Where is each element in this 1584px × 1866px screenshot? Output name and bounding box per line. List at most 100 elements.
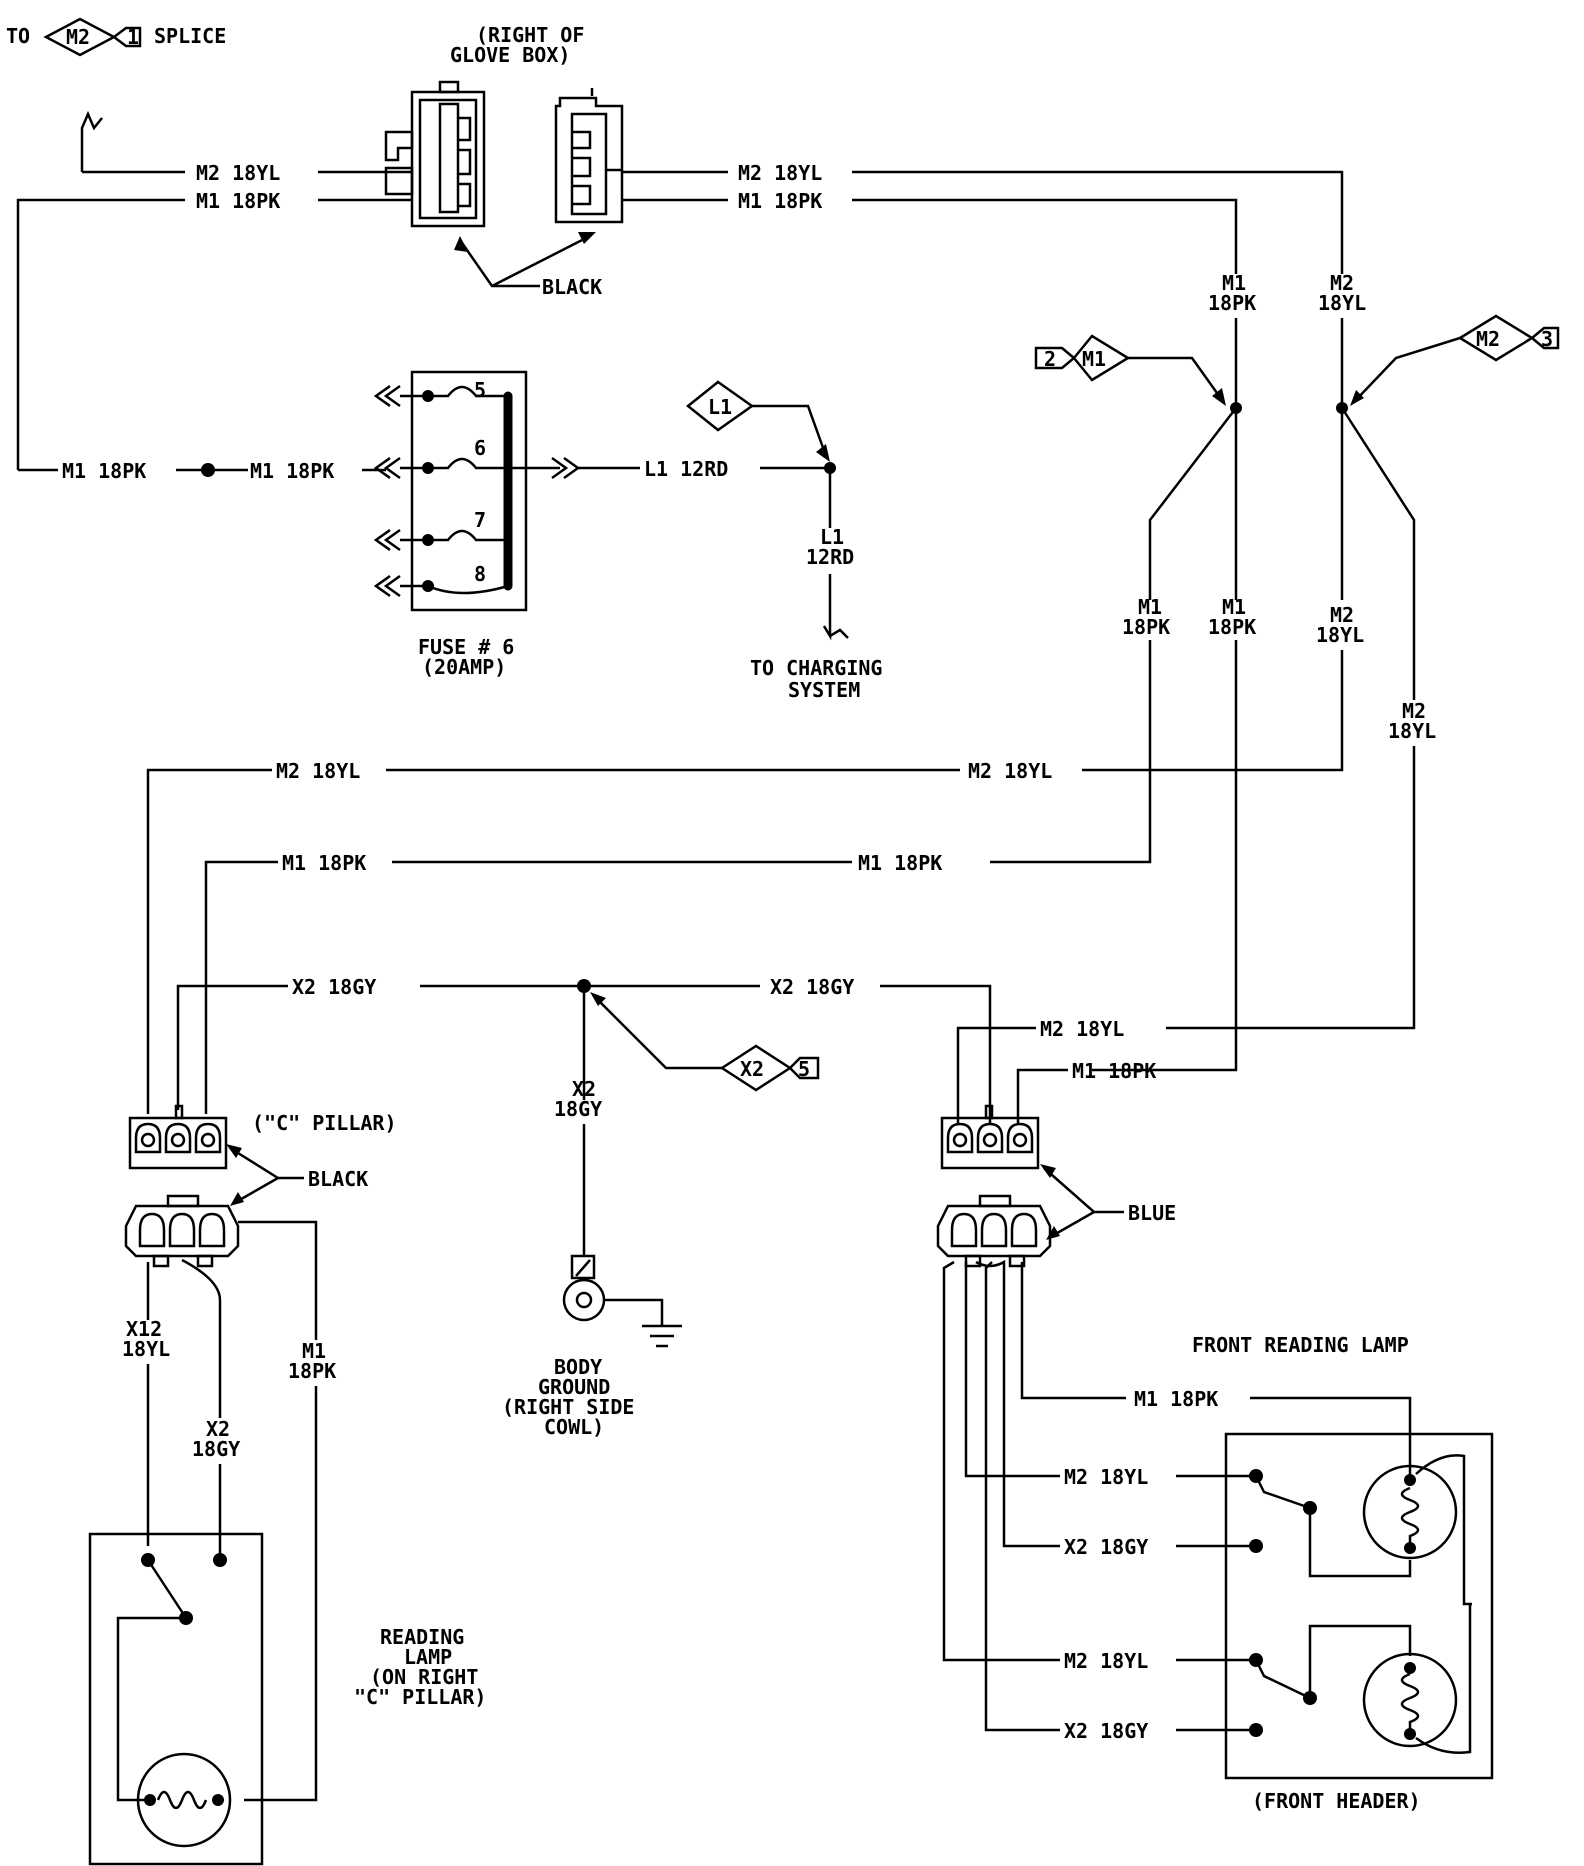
wire-label-l1: L1 12RD <box>644 457 728 481</box>
wire-label-m1-top-left: M1 18PK <box>196 189 280 213</box>
m2-main-label-a: M2 <box>1330 603 1354 627</box>
x2-ground-label-a: X2 <box>572 1077 596 1101</box>
ground-label-1: BODY <box>554 1355 602 1379</box>
wire-label-m2-left-a: M2 18YL <box>276 759 360 783</box>
wire-label-m2-lamp-a: M2 18YL <box>1064 1465 1148 1489</box>
glove-box-label-1: (RIGHT OF <box>476 23 584 47</box>
svg-text:M1: M1 <box>1082 347 1106 371</box>
wire-label-m1-lamp: M1 18PK <box>1134 1387 1218 1411</box>
black-label: BLACK <box>542 275 602 299</box>
wire-m1-right <box>852 198 1238 274</box>
wire-label-m2-top-left: M2 18YL <box>196 161 280 185</box>
wire-label-m1-left-b: M1 18PK <box>858 851 942 875</box>
black-leader-2 <box>491 234 591 288</box>
c-pillar-connector-top <box>128 1104 228 1170</box>
glove-box-connector-left <box>384 80 486 228</box>
black-leader-4 <box>235 1176 279 1204</box>
svg-text:X2: X2 <box>740 1057 764 1081</box>
wire-break-mark <box>80 110 103 172</box>
m1-vert-label-a: M1 <box>1222 271 1246 295</box>
black-leader-1 <box>458 239 540 288</box>
l1-vert-label-b: 12RD <box>806 545 854 569</box>
wire-label-m1-left-a: M1 18PK <box>282 851 366 875</box>
splice-reference-m2-1: TO M2 1 SPLICE <box>6 17 226 57</box>
wire-label-m2-left-b: M2 18YL <box>968 759 1052 783</box>
m2-main-label-b: 18YL <box>1316 623 1364 647</box>
charging-label-1: TO CHARGING <box>750 656 882 680</box>
glove-box-label-2: GLOVE BOX) <box>450 43 570 67</box>
black-arrowhead-1 <box>454 236 468 252</box>
svg-text:M2: M2 <box>1476 327 1500 351</box>
x12-label-b: 18YL <box>122 1337 170 1361</box>
reading-lamp-label-2: LAMP <box>404 1645 452 1669</box>
m1-left-vert-label-b: 18PK <box>288 1359 336 1383</box>
fuse-pin-8: 8 <box>474 562 486 586</box>
blue-leader-2 <box>1051 1210 1095 1238</box>
fuse-pin-5: 5 <box>474 378 486 402</box>
wire-label-m1-right-a: M1 18PK <box>1072 1059 1156 1083</box>
splice-reference-m1-2: 2 M1 <box>1034 334 1226 406</box>
m2-branch-label-a: M2 <box>1402 699 1426 723</box>
blue-arrowhead-1 <box>1040 1164 1056 1178</box>
fuse-rating: (20AMP) <box>422 655 506 679</box>
splice-reference-x2-5: X2 5 <box>590 992 820 1092</box>
m1-branch-label-b: 18PK <box>1122 615 1170 639</box>
reading-lamp-label-1: READING <box>380 1625 464 1649</box>
svg-text:L1: L1 <box>708 395 732 419</box>
black-arrowhead-2 <box>578 232 596 244</box>
reading-lamp-label-4: "C" PILLAR) <box>354 1685 486 1709</box>
charging-label-2: SYSTEM <box>788 678 860 702</box>
blue-label: BLUE <box>1128 1201 1176 1225</box>
front-reading-lamp <box>1224 1432 1494 1780</box>
splice-dot-m1-feed <box>201 463 215 477</box>
wire-label-x2-left-b: X2 18GY <box>770 975 854 999</box>
ground-label-4: COWL) <box>544 1415 604 1439</box>
splice-label: SPLICE <box>154 24 226 48</box>
svg-text:5: 5 <box>798 1057 810 1081</box>
wire-label-x2-lamp-b: X2 18GY <box>1064 1719 1148 1743</box>
wire-label-x2-lamp-a: X2 18GY <box>1064 1535 1148 1559</box>
m1-main-label-b: 18PK <box>1208 615 1256 639</box>
x12-label-a: X12 <box>126 1317 162 1341</box>
svg-text:3: 3 <box>1541 327 1553 351</box>
splice-reference-m2-3: M2 3 <box>1350 314 1560 406</box>
splice-num: 1 <box>127 25 139 49</box>
c-pillar-connector-bottom <box>124 1194 240 1268</box>
blue-leader-1 <box>1043 1167 1124 1214</box>
x2-left-vert-label-b: 18GY <box>192 1437 240 1461</box>
x2-ground-label-b: 18GY <box>554 1097 602 1121</box>
wire-label-m1-feed-b: M1 18PK <box>250 459 334 483</box>
ground-label-2: GROUND <box>538 1375 610 1399</box>
reading-lamp-label-3: (ON RIGHT <box>370 1665 478 1689</box>
svg-text:2: 2 <box>1044 347 1056 371</box>
wire-label-m1-feed-a: M1 18PK <box>62 459 146 483</box>
glove-box-connector-right <box>554 88 624 224</box>
m2-vert-label-a: M2 <box>1330 271 1354 295</box>
l1-vert-label-a: L1 <box>820 525 844 549</box>
wire-label-m2-lamp-b: M2 18YL <box>1064 1649 1148 1673</box>
splice-arrow-shape <box>111 26 142 48</box>
splice-code: M2 <box>66 25 90 49</box>
m2-branch-label-b: 18YL <box>1388 719 1436 743</box>
c-pillar-label: ("C" PILLAR) <box>252 1111 397 1135</box>
to-label: TO <box>6 24 30 48</box>
ground-label-3: (RIGHT SIDE <box>502 1395 634 1419</box>
blue-arrowhead-2 <box>1046 1226 1060 1240</box>
splice-reference-l1: L1 <box>685 380 830 462</box>
m2-vert-label-b: 18YL <box>1318 291 1366 315</box>
black-arrowhead-4 <box>230 1192 244 1206</box>
wire-label-x2-left-a: X2 18GY <box>292 975 376 999</box>
m1-branch-label-a: M1 <box>1138 595 1162 619</box>
wire-label-m1-top-right: M1 18PK <box>738 189 822 213</box>
fuse-pin-6: 6 <box>474 436 486 460</box>
m1-main-label-a: M1 <box>1222 595 1246 619</box>
black-leader-3 <box>229 1146 304 1180</box>
fuse-label: FUSE # 6 <box>418 635 514 659</box>
x2-left-vert-label-a: X2 <box>206 1417 230 1441</box>
front-header-label: (FRONT HEADER) <box>1252 1789 1421 1813</box>
front-header-connector-bottom <box>936 1194 1052 1268</box>
front-header-connector-top <box>940 1104 1040 1170</box>
fuse-pin-7: 7 <box>474 508 486 532</box>
reading-lamp-left <box>88 1532 264 1866</box>
